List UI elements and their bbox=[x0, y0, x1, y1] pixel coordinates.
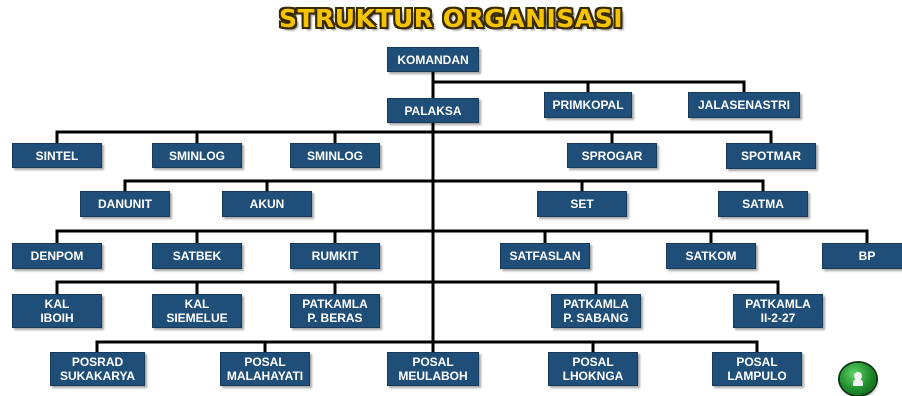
node-patkamla-sabang: PATKAMLA P. SABANG bbox=[551, 294, 641, 328]
node-posal-lampulo: POSAL LAMPULO bbox=[712, 352, 802, 386]
branch-row5 bbox=[95, 340, 759, 354]
node-palaksa: PALAKSA bbox=[387, 98, 479, 123]
chart-title: STRUKTUR ORGANISASI bbox=[278, 4, 624, 33]
node-satbek: SATBEK bbox=[152, 243, 242, 269]
node-satfaslan: SATFASLAN bbox=[500, 243, 590, 269]
node-posal-lhoknga: POSAL LHOKNGA bbox=[548, 352, 638, 386]
node-kal-iboih: KAL IBOIH bbox=[12, 294, 102, 328]
node-jalasenastri: JALASENASTRI bbox=[688, 92, 800, 118]
node-komandan: KOMANDAN bbox=[387, 47, 479, 72]
branch-row1 bbox=[55, 130, 773, 145]
node-bp: BP bbox=[822, 243, 902, 269]
node-denpom: DENPOM bbox=[12, 243, 102, 269]
branch-row2 bbox=[123, 179, 765, 193]
node-patkamla-ii-2-27: PATKAMLA II-2-27 bbox=[733, 294, 823, 328]
node-posal-malahayati: POSAL MALAHAYATI bbox=[220, 352, 310, 386]
branch-row4 bbox=[55, 280, 780, 296]
node-sminlog-2: SMINLOG bbox=[290, 143, 380, 168]
node-satma: SATMA bbox=[718, 191, 808, 217]
node-posal-meulaboh: POSAL MEULABOH bbox=[387, 352, 479, 386]
branch-row3 bbox=[55, 229, 869, 245]
node-kal-siemelue: KAL SIEMELUE bbox=[152, 294, 242, 328]
node-posrad-sukakarya: POSRAD SUKAKARYA bbox=[50, 352, 145, 386]
node-primkopal: PRIMKOPAL bbox=[544, 92, 632, 118]
node-akun: AKUN bbox=[222, 191, 312, 217]
node-sminlog-1: SMINLOG bbox=[152, 143, 242, 168]
node-sprogar: SPROGAR bbox=[567, 143, 657, 168]
branch-komandan bbox=[431, 80, 746, 94]
node-sintel: SINTEL bbox=[12, 143, 102, 168]
user-icon bbox=[852, 372, 864, 386]
node-patkamla-beras: PATKAMLA P. BERAS bbox=[290, 294, 380, 328]
node-danunit: DANUNIT bbox=[80, 191, 170, 217]
node-satkom: SATKOM bbox=[666, 243, 756, 269]
node-rumkit: RUMKIT bbox=[290, 243, 380, 269]
node-spotmar: SPOTMAR bbox=[726, 143, 816, 169]
nav-button[interactable] bbox=[840, 363, 876, 395]
node-set: SET bbox=[537, 191, 627, 217]
